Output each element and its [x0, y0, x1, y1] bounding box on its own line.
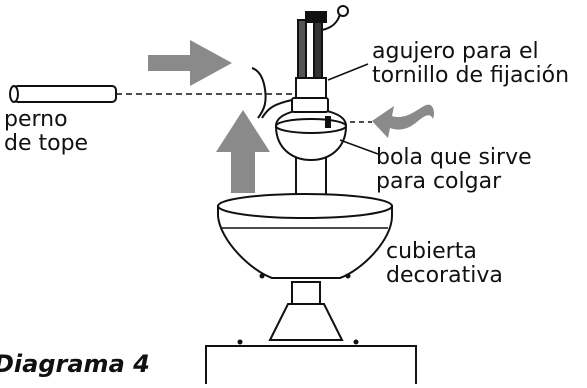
hanger-ball-label: bola que sirve para colgar: [376, 145, 532, 194]
canopy-cover: [217, 193, 393, 279]
leader-screw-hole: [327, 63, 369, 81]
canopy-cover-label: cubierta decorativa: [386, 239, 503, 288]
up-arrow-icon: [216, 110, 270, 193]
diagram-title: Diagrama 4: [0, 350, 150, 378]
leader-hanger-ball: [339, 139, 379, 155]
stop-bolt-label: perno de tope: [4, 107, 89, 156]
curved-arrow-icon: [372, 104, 434, 138]
stop-bolt: [9, 85, 117, 103]
hanger-ball: [274, 97, 348, 162]
right-arrow-icon: [148, 40, 232, 86]
motor-coupling: [205, 281, 417, 387]
set-screw-hole-label: agujero para el tornillo de fijación: [372, 39, 570, 88]
